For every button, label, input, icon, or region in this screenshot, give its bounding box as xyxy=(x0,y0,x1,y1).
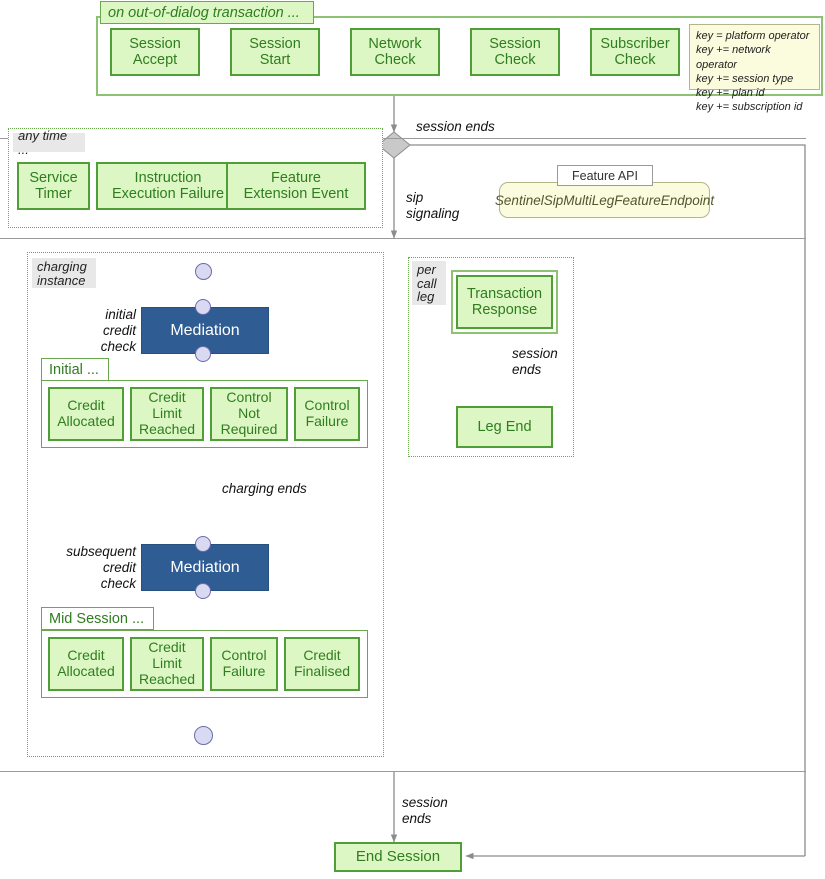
feature-api-tab: Feature API xyxy=(557,165,653,186)
out-of-dialog-group-tab-label: on out-of-dialog transaction ... xyxy=(108,4,300,21)
key-legend-line-1: key = platform operator xyxy=(696,30,810,42)
key-legend-line-2: key += network operator xyxy=(696,44,771,71)
charging-end-pin xyxy=(194,726,213,745)
initial-outcomes-group-tab-label: Initial ... xyxy=(49,361,99,378)
charging-start-pin xyxy=(195,263,212,280)
feature-api-box: SentinelSipMultiLegFeatureEndpoint xyxy=(495,182,714,218)
mediation-initial-in-pin xyxy=(195,299,211,315)
feature-api-tab-label: Feature API xyxy=(571,168,638,183)
key-legend-line-3: key += session type xyxy=(696,72,794,85)
any-time-group-tab-label: any time ... xyxy=(18,127,68,157)
mediation-subsequent-out-pin xyxy=(195,583,211,599)
activity-leg-end[interactable]: Leg End xyxy=(456,406,553,448)
edge-label-charging-ends: charging ends xyxy=(222,481,362,497)
activity-end-session-label: End Session xyxy=(355,847,441,865)
any-time-group-tab: any time ... xyxy=(13,128,85,156)
mediation-initial[interactable]: Mediation xyxy=(141,307,269,354)
mid-session-outcomes-group-tab: Mid Session ... xyxy=(41,607,154,630)
edge-label-charging-ends-text: charging ends xyxy=(222,481,307,496)
activity-end-session[interactable]: End Session xyxy=(334,842,462,872)
mediation-subsequent-label: Mediation xyxy=(170,558,240,576)
lower-lane-frame xyxy=(0,238,806,772)
key-legend-line-4: key += plan id xyxy=(696,87,765,100)
key-legend: key = platform operator key += network o… xyxy=(689,24,820,113)
key-legend-line-5: key += subscription id xyxy=(696,101,803,114)
activity-leg-end-label: Leg End xyxy=(477,418,532,435)
mediation-subsequent-in-pin xyxy=(195,536,211,552)
edge-label-session-ends-top-text: session ends xyxy=(416,119,495,134)
mid-session-outcomes-group-tab-label: Mid Session ... xyxy=(49,610,145,627)
mediation-initial-label: Mediation xyxy=(170,321,240,339)
out-of-dialog-group-tab: on out-of-dialog transaction ... xyxy=(100,1,314,24)
feature-api-endpoint-label: SentinelSipMultiLegFeatureEndpoint xyxy=(494,192,715,208)
mediation-initial-out-pin xyxy=(195,346,211,362)
edge-label-session-ends-top: session ends xyxy=(416,119,536,135)
middle-lane-frame xyxy=(0,138,806,238)
initial-outcomes-group-tab: Initial ... xyxy=(41,358,109,381)
